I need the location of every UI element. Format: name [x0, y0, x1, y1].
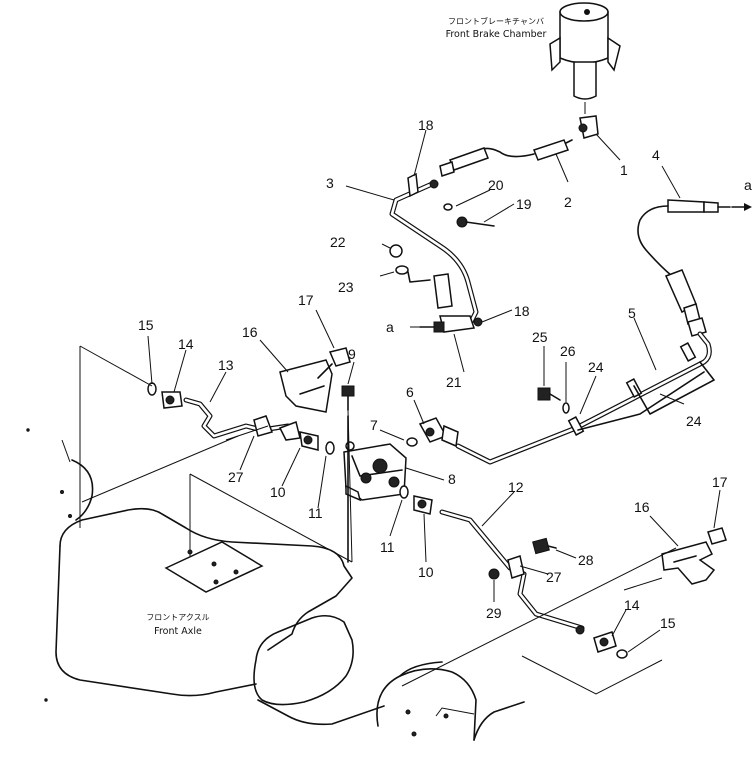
nut-22 [389, 244, 403, 258]
o-ring-15-right [616, 649, 628, 659]
callout-27-right: 27 [546, 569, 562, 585]
bolt-25 [537, 387, 561, 401]
callout-numbers: 1 2 3 4 5 6 7 8 9 10 10 11 11 12 13 14 1… [138, 117, 728, 631]
callout-15-left: 15 [138, 317, 154, 333]
callout-14-left: 14 [178, 336, 194, 352]
callout-15-right: 15 [660, 615, 676, 631]
callout-24-lower: 24 [686, 413, 702, 429]
callout-26: 26 [560, 343, 576, 359]
front-brake-chamber-caption-jp: フロントブレーキチャンバ [448, 16, 544, 26]
fitting-14-right [575, 625, 617, 653]
callout-17-left: 17 [298, 292, 314, 308]
clip-27-left [253, 415, 273, 437]
callout-18-lower: 18 [514, 303, 530, 319]
callout-25: 25 [532, 329, 548, 345]
callout-14-right: 14 [624, 597, 640, 613]
callout-23: 23 [338, 279, 354, 295]
callout-7: 7 [370, 417, 378, 433]
pipe-bracket-18 [407, 172, 439, 198]
arrow-a-head [744, 203, 752, 211]
callout-29: 29 [486, 605, 502, 621]
washer-20 [443, 203, 453, 211]
pipe-clamps [567, 342, 697, 436]
bracket-16-left [279, 359, 333, 413]
callout-22: 22 [330, 234, 346, 250]
callout-10-right: 10 [418, 564, 434, 580]
callout-16-left: 16 [242, 324, 258, 340]
brake-pipe-3 [389, 181, 479, 327]
callout-28: 28 [578, 552, 594, 568]
leader-lines [147, 129, 721, 653]
front-brake-chamber [549, 2, 621, 114]
front-axle-caption-en: Front Axle [154, 626, 202, 637]
callout-1: 1 [620, 162, 628, 178]
o-ring-11-right [399, 485, 409, 499]
brake-pipe-13 [183, 397, 291, 439]
front-axle [26, 345, 677, 741]
callout-20: 20 [488, 177, 504, 193]
nut-29 [488, 568, 500, 580]
bolt-17-left [317, 347, 351, 379]
callout-12: 12 [508, 479, 524, 495]
bolt-19 [456, 216, 495, 228]
callout-4: 4 [652, 147, 660, 163]
clip-27-right [507, 555, 525, 579]
pipe-connector-21 [419, 273, 483, 333]
bolt-28 [532, 537, 557, 555]
washer-23 [395, 265, 409, 275]
pipe-joint [278, 421, 301, 441]
callout-27-left: 27 [228, 469, 244, 485]
callout-8: 8 [448, 471, 456, 487]
callout-6: 6 [406, 384, 414, 400]
fitting-10-right [413, 495, 433, 515]
callout-2: 2 [564, 194, 572, 210]
callout-3: 3 [326, 175, 334, 191]
pipe-5-bracket [577, 371, 705, 431]
bolt-9 [341, 385, 355, 563]
connector-a-left: a [386, 319, 394, 335]
washer-26 [562, 402, 570, 414]
connector-a-right: a [744, 177, 752, 193]
valve-assembly [343, 441, 407, 502]
front-axle-caption-jp: フロントアクスル [146, 613, 209, 622]
callout-18-top: 18 [418, 117, 434, 133]
callout-13: 13 [218, 357, 234, 373]
callout-24-upper: 24 [588, 359, 604, 375]
callout-17-right: 17 [712, 474, 728, 490]
elbow-fitting [578, 115, 599, 139]
callout-11-right: 11 [380, 539, 395, 555]
flex-hose-right [637, 199, 731, 337]
o-ring-7 [406, 437, 418, 447]
fitting-14-left [161, 391, 183, 409]
front-brake-chamber-caption-en: Front Brake Chamber [446, 29, 547, 40]
washer-link [407, 271, 431, 283]
callout-19: 19 [516, 196, 532, 212]
callout-9: 9 [348, 346, 356, 362]
callout-5: 5 [628, 305, 636, 321]
callout-21: 21 [446, 374, 462, 390]
bracket-16-right [661, 541, 716, 585]
callout-16-right: 16 [634, 499, 650, 515]
brake-hose [439, 139, 573, 177]
callout-11-left: 11 [308, 505, 323, 521]
tee-fitting-6 [418, 417, 459, 448]
fitting-10-left [299, 431, 319, 451]
callout-10-left: 10 [270, 484, 286, 500]
bolt-17-right [707, 527, 727, 545]
pipe-5-bracket [633, 361, 715, 415]
brake-pipe-5 [455, 331, 712, 465]
o-ring-11-left [325, 441, 335, 455]
